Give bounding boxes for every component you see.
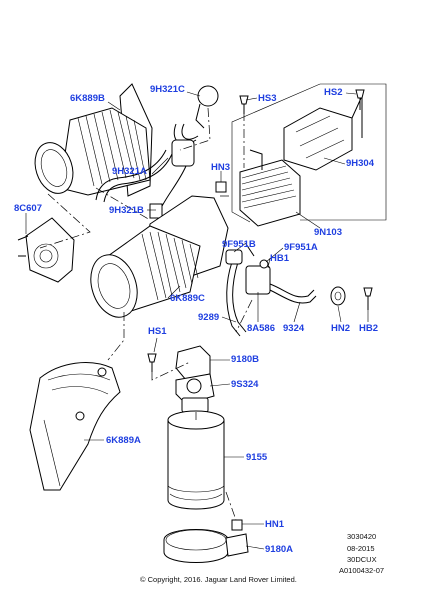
breather-hose-assembly xyxy=(95,85,219,219)
fuel-cooler-bracket xyxy=(239,95,363,227)
air-intake-pipe-lower xyxy=(29,362,121,491)
label-hs3[interactable]: HS3 xyxy=(258,93,277,104)
air-intake-hose-upper xyxy=(34,83,153,197)
label-6k889c[interactable]: 6K889C xyxy=(170,293,205,304)
label-9s324[interactable]: 9S324 xyxy=(231,379,259,390)
cooler-group-boundary xyxy=(300,83,387,221)
label-9h321a[interactable]: 9H321A xyxy=(112,166,147,177)
label-9n103[interactable]: 9N103 xyxy=(314,227,342,238)
label-hs2[interactable]: HS2 xyxy=(324,87,343,98)
label-9324[interactable]: 9324 xyxy=(283,323,305,334)
label-9180a[interactable]: 9180A xyxy=(265,544,293,555)
label-8c607[interactable]: 8C607 xyxy=(14,203,42,214)
fuel-filter xyxy=(167,410,225,510)
label-6k889a[interactable]: 6K889A xyxy=(106,435,141,446)
air-filter-cover xyxy=(17,217,75,283)
label-9h321c[interactable]: 9H321C xyxy=(150,84,185,95)
label-9180b[interactable]: 9180B xyxy=(231,354,259,365)
cooler-group-boundary-left xyxy=(231,83,321,223)
label-8a586[interactable]: 8A586 xyxy=(247,323,275,334)
fasteners xyxy=(147,89,373,531)
filter-clamp xyxy=(163,529,249,563)
label-9h321b[interactable]: 9H321B xyxy=(109,205,144,216)
label-hb1[interactable]: HB1 xyxy=(270,253,290,264)
ref-code-1: 3030420 xyxy=(347,532,377,541)
assembly-lines xyxy=(39,107,253,521)
label-6k889b[interactable]: 6K889B xyxy=(70,93,105,104)
ref-illustration-id: A0100432-07 xyxy=(339,566,385,575)
label-9f951b[interactable]: 9F951B xyxy=(222,239,256,250)
label-hb2[interactable]: HB2 xyxy=(359,323,379,334)
label-9289[interactable]: 9289 xyxy=(198,312,220,323)
label-9h304[interactable]: 9H304 xyxy=(346,158,374,169)
fuel-line-assembly xyxy=(225,243,317,337)
label-hn2[interactable]: HN2 xyxy=(331,323,351,334)
label-hn3[interactable]: HN3 xyxy=(211,162,231,173)
leader-lines xyxy=(25,91,369,550)
filter-head-bracket xyxy=(175,345,215,413)
label-9155[interactable]: 9155 xyxy=(246,452,268,463)
ref-code-2: 30DCUX xyxy=(347,555,377,564)
label-hs1[interactable]: HS1 xyxy=(148,326,167,337)
ref-date: 08-2015 xyxy=(347,544,375,553)
label-hn1[interactable]: HN1 xyxy=(265,519,285,530)
copyright-notice: © Copyright, 2016. Jaguar Land Rover Lim… xyxy=(140,575,297,584)
label-9f951a[interactable]: 9F951A xyxy=(284,242,318,253)
air-intake-hose-middle xyxy=(90,195,229,318)
